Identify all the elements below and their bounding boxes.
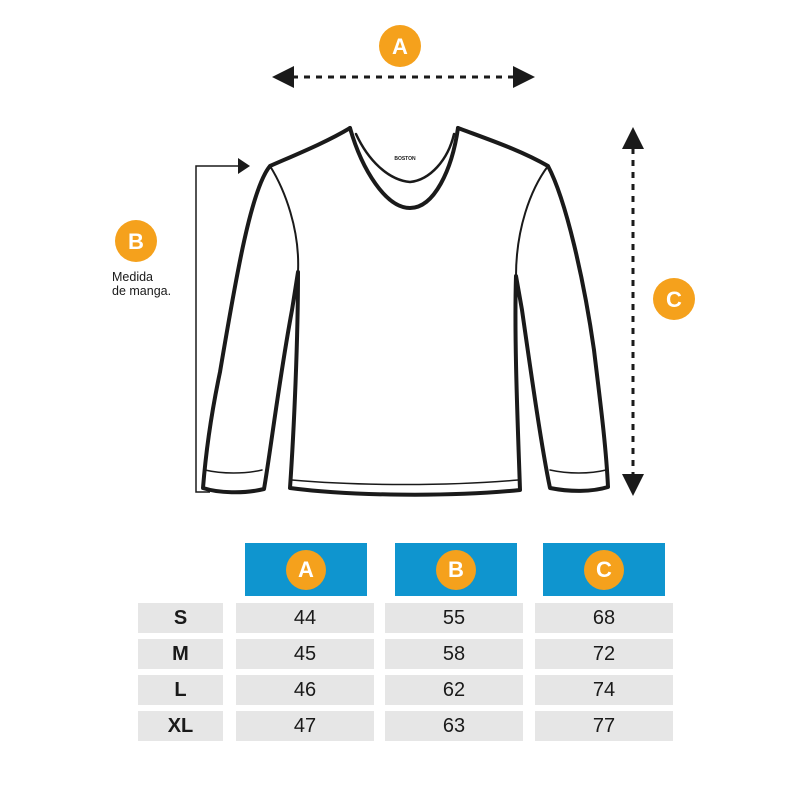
sleeve-note-line-2: de manga. [112, 284, 172, 298]
value-a-cell: 47 [236, 711, 374, 741]
badge-a: A [379, 25, 421, 67]
svg-text:B: B [128, 229, 144, 254]
arrow-a [272, 66, 535, 88]
value-b-cell: 55 [385, 603, 523, 633]
header-b: B [395, 543, 517, 596]
sleeve-bracket [195, 158, 250, 493]
header-c: C [543, 543, 665, 596]
value-c-cell: 72 [535, 639, 673, 669]
sleeve-note: Medida de manga. [112, 270, 171, 298]
badge-c: C [653, 278, 695, 320]
value-b-cell: 63 [385, 711, 523, 741]
arrow-c [622, 127, 644, 496]
size-cell: S [138, 603, 223, 633]
value-a-cell: 44 [236, 603, 374, 633]
shirt-diagram: A B C BOSTON [115, 25, 695, 497]
shirt-outline [201, 126, 610, 497]
header-b-label: B [436, 549, 476, 590]
header-a: A [245, 543, 367, 596]
sleeve-note-line-1: Medida [112, 270, 153, 284]
header-a-label: A [286, 549, 326, 590]
svg-text:A: A [392, 34, 408, 59]
value-c-cell: 77 [535, 711, 673, 741]
badge-b: B [115, 220, 157, 262]
value-a-cell: 45 [236, 639, 374, 669]
size-cell: XL [138, 711, 223, 741]
value-a-cell: 46 [236, 675, 374, 705]
value-c-cell: 74 [535, 675, 673, 705]
brand-label: BOSTON [394, 156, 416, 162]
svg-text:C: C [666, 287, 682, 312]
value-b-cell: 62 [385, 675, 523, 705]
value-c-cell: 68 [535, 603, 673, 633]
value-b-cell: 58 [385, 639, 523, 669]
header-c-label: C [584, 549, 624, 590]
size-cell: M [138, 639, 223, 669]
size-cell: L [138, 675, 223, 705]
